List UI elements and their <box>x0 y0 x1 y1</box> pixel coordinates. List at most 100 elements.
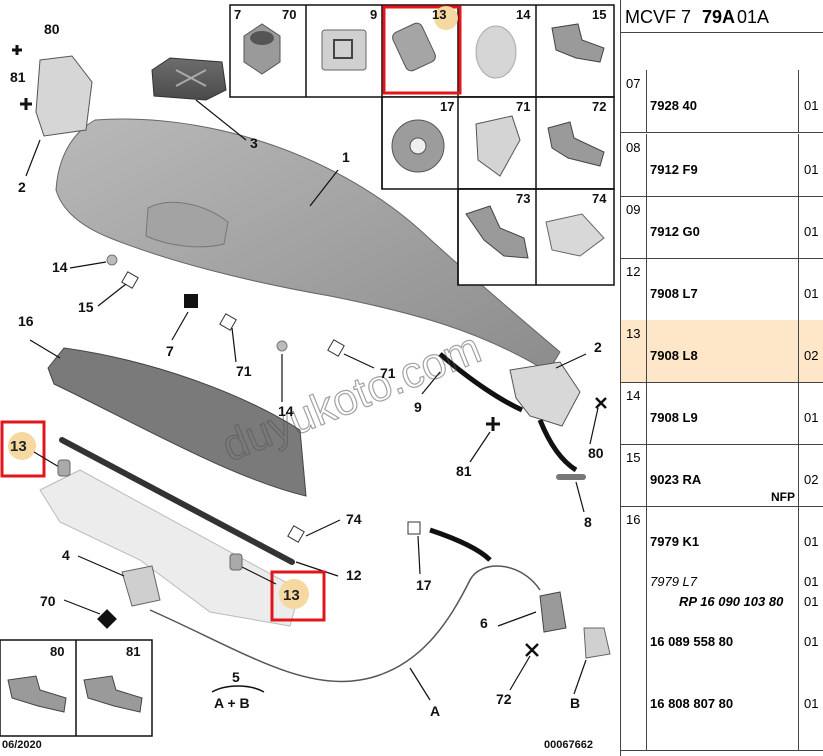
part-reference: 7912 F9 <box>650 162 698 177</box>
part-reference: 16 808 807 80 <box>650 696 734 711</box>
lock-assembly <box>121 565 161 607</box>
handle-x-mark <box>175 69 207 87</box>
part-quantity: 01 <box>804 410 819 425</box>
marker-14a <box>106 254 118 266</box>
callout-12: 12 <box>346 567 362 583</box>
legend-5-text: A + B <box>214 695 250 711</box>
grid-cell-73: 73 <box>516 191 530 206</box>
callout-81: 81 <box>10 69 26 85</box>
callout-9: 9 <box>414 399 422 415</box>
part-quantity: 01 <box>804 634 819 649</box>
title-model: 79A <box>702 7 736 27</box>
part-quantity: 01 <box>804 534 819 549</box>
bolt-box-80-label: 80 <box>50 644 64 659</box>
grid-cell-71: 71 <box>516 99 530 114</box>
callout-71: 71 <box>236 363 252 379</box>
callout-A: A <box>430 703 440 719</box>
callout-71: 71 <box>380 365 396 381</box>
part-note: NFP <box>771 490 795 504</box>
strut-8 <box>537 419 578 473</box>
diagram-canvas: duyukoto.com 808123114157167114719280818… <box>0 4 615 751</box>
part-reference: 7979 L7 <box>650 574 697 589</box>
row-index: 12 <box>621 258 647 320</box>
callout-3: 3 <box>250 135 258 151</box>
grid-cell-9: 9 <box>370 7 377 22</box>
cable-17 <box>429 527 492 562</box>
footer-date: 06/2020 <box>2 739 42 751</box>
marker-17 <box>407 521 421 535</box>
marker-74 <box>287 525 305 543</box>
callout-17: 17 <box>416 577 432 593</box>
trunk-lid <box>55 118 561 373</box>
cross-72 <box>525 643 539 657</box>
part-quantity: 01 <box>804 286 819 301</box>
part-reference: 7928 40 <box>650 98 697 113</box>
strut-end <box>556 474 586 480</box>
qty-column <box>798 70 799 132</box>
row-index: 07 <box>621 70 647 132</box>
qty-column <box>798 134 799 196</box>
qty-column <box>798 444 799 506</box>
part-reference: 9023 RA <box>650 472 702 487</box>
trim-panel <box>47 347 307 497</box>
bolt-boxes <box>0 639 153 737</box>
callout-4: 4 <box>62 547 70 563</box>
marker-71b <box>327 339 345 357</box>
part-reference: 7912 G0 <box>650 224 700 239</box>
grid-cell-7: 7 <box>234 7 241 22</box>
hinge-right <box>509 361 581 427</box>
grid-cell-17: 17 <box>440 99 454 114</box>
part-reference: 7908 L9 <box>650 410 698 425</box>
row-index: 13 <box>621 320 647 382</box>
grid-cell-72: 72 <box>592 99 606 114</box>
callout-80: 80 <box>44 21 60 37</box>
bolt-box-81-label: 81 <box>126 644 140 659</box>
part-reference: 16 089 558 80 <box>650 634 734 649</box>
svg-text:13: 13 <box>283 587 300 604</box>
part-quantity: 01 <box>804 162 819 177</box>
marker-71a <box>219 313 237 331</box>
hinge-left <box>35 55 93 137</box>
row-index: 15 <box>621 444 647 506</box>
qty-column <box>798 258 799 320</box>
callout-6: 6 <box>480 615 488 631</box>
part-reference: 7979 K1 <box>650 534 700 549</box>
title-suffix: 01A <box>737 7 770 27</box>
bump-stop-left <box>57 459 71 477</box>
callout-8: 8 <box>584 514 592 530</box>
grid-cell-13: 13 <box>432 7 446 22</box>
parts-grid <box>229 4 615 286</box>
grid-cell-14: 14 <box>516 7 531 22</box>
grid-cell-70: 70 <box>282 7 296 22</box>
callout-2: 2 <box>594 339 602 355</box>
highlight-13-right: 13 <box>270 570 326 622</box>
seal-strip <box>59 437 295 565</box>
svg-text:13: 13 <box>10 438 27 455</box>
qty-column <box>798 382 799 444</box>
callout-1: 1 <box>342 149 350 165</box>
release-bracket <box>583 627 611 659</box>
release-cable <box>149 565 541 683</box>
row-index: 08 <box>621 134 647 196</box>
grid-cell-74: 74 <box>592 191 607 206</box>
marker-7 <box>184 294 198 308</box>
cross-81a <box>20 98 32 110</box>
qty-column <box>798 506 799 750</box>
legend-5-number: 5 <box>232 669 240 685</box>
part-quantity: 02 <box>804 472 819 487</box>
callout-14: 14 <box>52 259 68 275</box>
part-quantity: 01 <box>804 98 819 113</box>
part-quantity: 01 <box>804 594 819 609</box>
callout-80: 80 <box>588 445 604 461</box>
cable-9 <box>438 352 524 413</box>
